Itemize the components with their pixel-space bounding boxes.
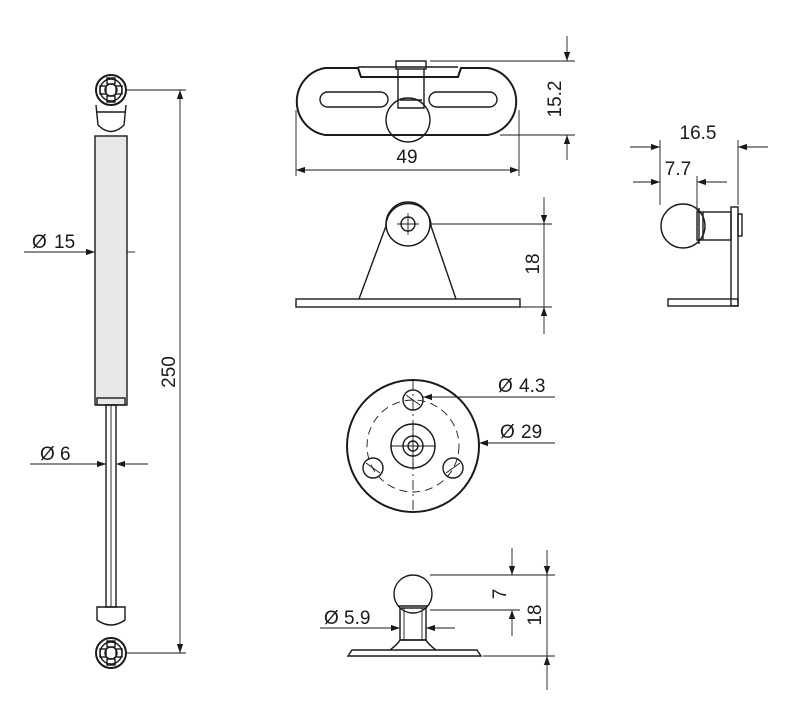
body-diameter-dimension: Ø 15 <box>24 232 135 256</box>
body-diameter-label: 15 <box>54 232 75 253</box>
neck-diameter-label: 5.9 <box>344 608 370 629</box>
side-depth-dimension: 16.5 <box>630 123 768 205</box>
ball-height-dimension: 7 <box>430 548 520 636</box>
total-length-dimension: 250 <box>126 89 186 654</box>
neck-diameter-dimension: Ø 5.9 <box>320 608 455 632</box>
bracket-width-dimension: 49 <box>295 110 520 176</box>
bottom-socket-end <box>95 606 127 669</box>
diameter-symbol: Ø <box>498 376 513 397</box>
side-depth-label: 16.5 <box>680 123 717 144</box>
gas-spring-view: Ø 15 250 Ø 6 <box>24 74 186 669</box>
diameter-symbol: Ø <box>32 232 47 253</box>
bracket-width-label: 49 <box>396 147 417 168</box>
diameter-symbol: Ø <box>500 422 515 443</box>
ball-stud-height-label: 18 <box>525 604 546 625</box>
angle-height-dimension: 18 <box>430 197 552 334</box>
top-socket-end <box>95 74 127 133</box>
rod-diameter-label: 6 <box>60 444 71 465</box>
bracket-height-label: 15.2 <box>545 81 566 118</box>
ball-stud-view: 7 18 Ø 5.9 <box>320 548 555 690</box>
diameter-symbol: Ø <box>40 444 55 465</box>
hole-diameter-dimension: Ø 4.3 <box>423 376 555 401</box>
slotted-bracket-view: 49 15.2 <box>295 36 575 176</box>
plate-diameter-label: 29 <box>521 422 542 443</box>
spring-body-tube <box>94 135 128 406</box>
total-length-label: 250 <box>159 356 180 388</box>
side-view: 16.5 7.7 <box>630 123 768 307</box>
plate-diameter-dimension: Ø 29 <box>479 422 555 447</box>
round-plate-view: Ø 4.3 Ø 29 <box>346 376 555 513</box>
angle-height-label: 18 <box>523 253 544 274</box>
rod-diameter-dimension: Ø 6 <box>30 444 148 468</box>
side-ball-offset-label: 7.7 <box>665 159 691 180</box>
side-ball-offset-dimension: 7.7 <box>633 159 727 212</box>
angle-bracket-view: 18 <box>295 197 552 334</box>
ball-stud-height-dimension: 18 <box>483 550 555 690</box>
ball-height-label: 7 <box>490 589 511 600</box>
diameter-symbol: Ø <box>324 608 339 629</box>
bracket-height-dimension: 15.2 <box>430 36 575 160</box>
hole-diameter-label: 4.3 <box>519 376 545 397</box>
